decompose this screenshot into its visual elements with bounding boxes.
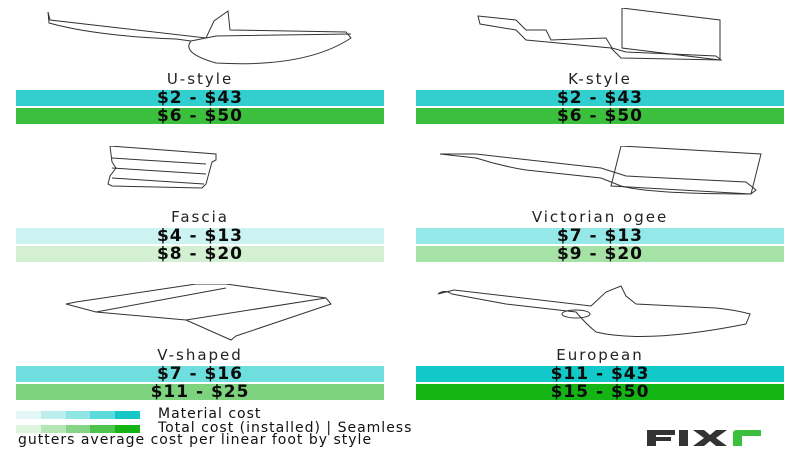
k-style-gutter-icon bbox=[416, 7, 784, 72]
material-cost-bar: $4 - $13 bbox=[16, 228, 384, 245]
style-label: U-style bbox=[166, 70, 234, 88]
material-cost-bar: $2 - $43 bbox=[416, 90, 784, 107]
material-cost-bar: $11 - $43 bbox=[416, 366, 784, 383]
style-label: V-shaped bbox=[157, 346, 243, 364]
fascia-gutter-icon bbox=[16, 145, 384, 210]
legend-installed-label: Total cost (installed) | Seamless bbox=[158, 420, 413, 436]
installed-cost-bar: $15 - $50 bbox=[416, 384, 784, 401]
chart-caption: gutters average cost per linear foot by … bbox=[18, 432, 373, 448]
legend-material-label: Material cost bbox=[158, 406, 262, 422]
fixr-logo bbox=[647, 430, 787, 446]
material-cost-swatch bbox=[16, 411, 140, 419]
material-cost-bar: $7 - $16 bbox=[16, 366, 384, 383]
installed-cost-bar: $9 - $20 bbox=[416, 246, 784, 263]
european-gutter-icon bbox=[416, 284, 784, 348]
v-shaped-gutter-icon bbox=[16, 283, 384, 348]
style-label: European bbox=[556, 346, 644, 364]
style-label: Victorian ogee bbox=[531, 208, 669, 226]
material-cost-bar: $7 - $13 bbox=[416, 228, 784, 245]
victorian-ogee-gutter-icon bbox=[416, 145, 784, 210]
installed-cost-bar: $8 - $20 bbox=[16, 246, 384, 263]
material-cost-bar: $2 - $43 bbox=[16, 90, 384, 107]
installed-cost-bar: $11 - $25 bbox=[16, 384, 384, 401]
installed-cost-bar: $6 - $50 bbox=[16, 108, 384, 125]
style-label: Fascia bbox=[171, 208, 229, 226]
installed-cost-bar: $6 - $50 bbox=[416, 108, 784, 125]
u-style-gutter-icon bbox=[16, 8, 384, 72]
style-label: K-style bbox=[568, 70, 632, 88]
installed-cost-swatch bbox=[16, 425, 140, 433]
legend: Material cost Total cost (installed) | S… bbox=[16, 406, 616, 449]
